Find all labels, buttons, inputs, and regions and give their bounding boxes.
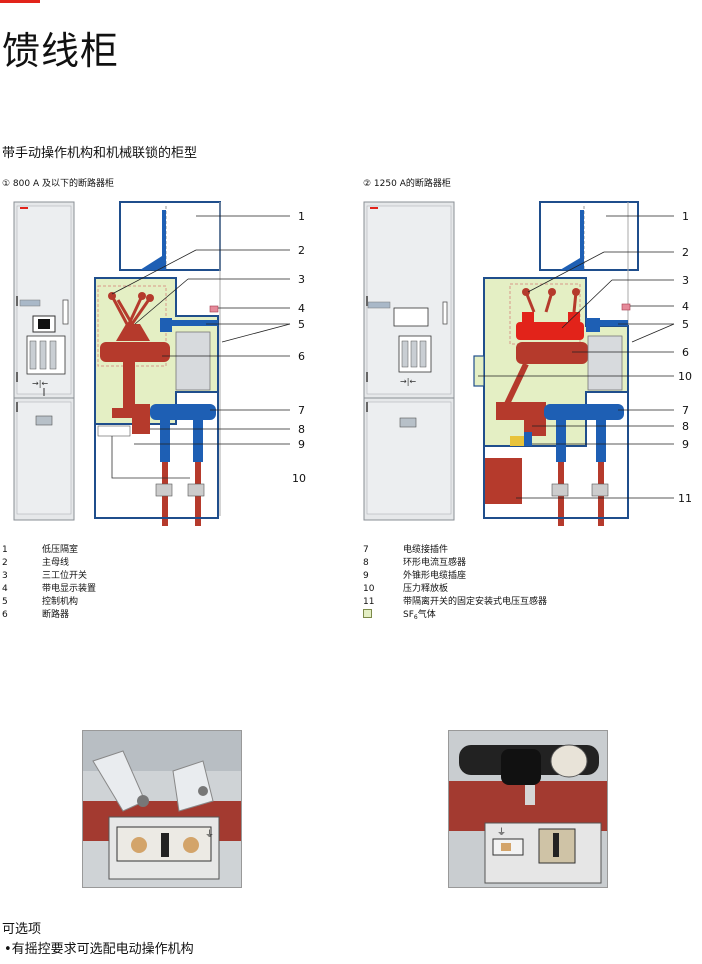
legend-number: 6 [2,610,8,620]
callout-label: 3 [298,273,305,286]
svg-text:⏚: ⏚ [205,829,214,840]
legend-number: 9 [363,571,369,581]
callout-label: 10 [292,472,306,485]
options-title: 可选项 [2,922,42,937]
accent-bar [0,0,40,3]
cabinet-1-section-view [94,201,221,526]
callout-label: 5 [298,318,305,331]
cabinet-1-front-view: →|← [13,201,75,521]
legend-number: 7 [363,545,369,555]
callout-label: 1 [682,210,689,223]
legend-number: 2 [2,558,8,568]
svg-text:⏚: ⏚ [497,827,506,838]
photo-mechanism-2: ⏚ [448,730,608,888]
callout-label: 6 [298,350,305,363]
cabinet-1-title: ① 800 A 及以下的断路器柜 [2,179,114,189]
cabinet-1-diagram: →|← [13,201,306,526]
callout-label: 1 [298,210,305,223]
callout-label: 7 [682,404,689,417]
cabinet-2-callouts: 1 2 3 4 5 6 10 7 8 9 11 [678,210,692,505]
callout-label: 4 [298,302,305,315]
legend-number: 4 [2,584,8,594]
legend-label: 带隔离开关的固定安装式电压互感器 [403,597,548,607]
callout-label: 8 [682,420,689,433]
legend-number: 11 [363,597,375,607]
cabinet-2-front-view: →|← [363,201,455,521]
photo-mechanism-1: ⏚ [82,730,242,888]
svg-text:→|←: →|← [32,379,48,388]
legend-label: 三工位开关 [42,571,88,581]
cabinet-2-diagram: →|← [363,201,692,526]
legend-number: 1 [2,545,8,555]
legend-label: 带电显示装置 [42,584,97,594]
callout-label: 3 [682,274,689,287]
cabinet-1-leader-lines [111,215,291,445]
callout-label: 10 [678,370,692,383]
callout-label: 9 [682,438,689,451]
legend-label: 环形电流互感器 [403,558,467,568]
legend-right: 7 电缆接插件 8 环形电流互感器 9 外锥形电缆插座 10 压力释放板 11 … [363,544,693,628]
options-item: •有摇控要求可选配电动操作机构 [4,942,194,957]
callout-label: 6 [682,346,689,359]
callout-label: 11 [678,492,692,505]
legend-label: 外锥形电缆插座 [403,571,467,581]
legend-label-gas: SF6气体 [403,610,436,621]
callout-label: 9 [298,438,305,451]
gas-swatch [363,609,383,623]
svg-text:→|←: →|← [400,377,416,386]
cabinet-2-section-view [473,201,639,526]
legend-label: 低压隔室 [42,545,79,555]
legend-left: 1 低压隔室 2 主母线 3 三工位开关 4 带电显示装置 5 控制机构 6 断… [2,544,302,628]
cabinet-1-callouts: 1 2 3 4 5 6 7 8 9 10 [292,210,306,485]
callout-label: 2 [682,246,689,259]
legend-label: 压力释放板 [403,584,449,594]
legend-label: 控制机构 [42,597,79,607]
legend-number: 5 [2,597,8,607]
page-title: 馈线柜 [2,29,120,73]
legend-number: 3 [2,571,8,581]
callout-label: 2 [298,244,305,257]
legend-label: 断路器 [42,610,70,620]
legend-number: 10 [363,584,375,594]
callout-label: 7 [298,404,305,417]
legend-number: 8 [363,558,369,568]
cabinet-2-title: ② 1250 A的断路器柜 [363,179,451,189]
page-subtitle: 带手动操作机构和机械联锁的柜型 [2,146,198,161]
legend-label: 主母线 [42,558,70,568]
callout-label: 5 [682,318,689,331]
callout-label: 8 [298,423,305,436]
cabinet-2-leader-lines [478,215,675,499]
legend-label: 电缆接插件 [403,545,449,555]
callout-label: 4 [682,300,689,313]
